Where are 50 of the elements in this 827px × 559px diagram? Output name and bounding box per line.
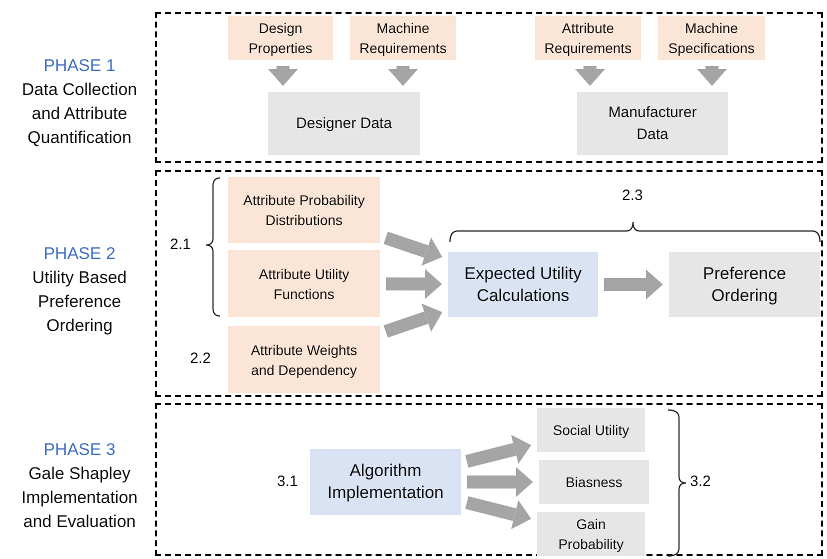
box-label: Manufacturer Data xyxy=(607,102,698,144)
block-arrow xyxy=(465,496,532,530)
block-arrow xyxy=(388,66,418,86)
box-label: Design Properties xyxy=(248,19,314,58)
process-box xyxy=(268,92,420,155)
box-label: Machine Specifications xyxy=(667,19,756,58)
box-label: Algorithm Implementation xyxy=(326,460,445,504)
box-label: Designer Data xyxy=(295,114,393,134)
box-label: Preference Ordering xyxy=(702,262,788,306)
process-box xyxy=(658,16,765,60)
box-label: Expected Utility Calculations xyxy=(463,262,583,306)
box-label: Attribute Probability Distributions xyxy=(242,191,366,230)
phase-title: PHASE 3 xyxy=(44,439,116,461)
phase-title: PHASE 1 xyxy=(44,55,116,77)
box-label: Machine Requirements xyxy=(358,19,448,58)
process-box xyxy=(448,252,598,317)
block-arrow xyxy=(384,232,442,266)
block-arrow xyxy=(465,434,532,468)
process-box xyxy=(537,512,645,556)
process-box xyxy=(535,16,641,60)
step-number: 2.3 xyxy=(622,187,643,204)
box-label: Attribute Requirements xyxy=(543,19,633,58)
block-arrow xyxy=(697,66,727,86)
box-label: Attribute Weights and Dependency xyxy=(250,340,358,380)
box-label: Attribute Utility Functions xyxy=(258,264,350,304)
block-arrow xyxy=(386,269,442,300)
process-box xyxy=(577,92,728,155)
box-label: Social Utility xyxy=(552,421,630,440)
box-label: Biasness xyxy=(564,473,624,492)
block-arrow xyxy=(268,66,298,86)
block-arrow xyxy=(467,467,533,497)
process-box xyxy=(350,16,456,60)
process-box xyxy=(228,16,333,60)
block-arrow xyxy=(575,66,605,86)
step-number: 3.1 xyxy=(277,473,298,490)
process-box xyxy=(539,460,649,504)
phase-description: Gale Shapley Implementation and Evaluation xyxy=(20,463,139,533)
phase-description: Data Collection and Attribute Quantification xyxy=(20,79,138,149)
process-box xyxy=(228,177,380,243)
phase-description: Utility Based Preference Ordering xyxy=(31,267,128,337)
block-arrow xyxy=(604,270,663,300)
step-number: 2.2 xyxy=(190,350,211,367)
step-number: 2.1 xyxy=(170,236,191,253)
process-box xyxy=(228,250,380,317)
block-arrow xyxy=(384,303,442,338)
box-label: Gain Probability xyxy=(557,515,625,554)
process-box xyxy=(537,408,645,452)
phase-title: PHASE 2 xyxy=(44,243,116,265)
step-number: 3.2 xyxy=(690,473,711,490)
process-box xyxy=(669,252,820,317)
